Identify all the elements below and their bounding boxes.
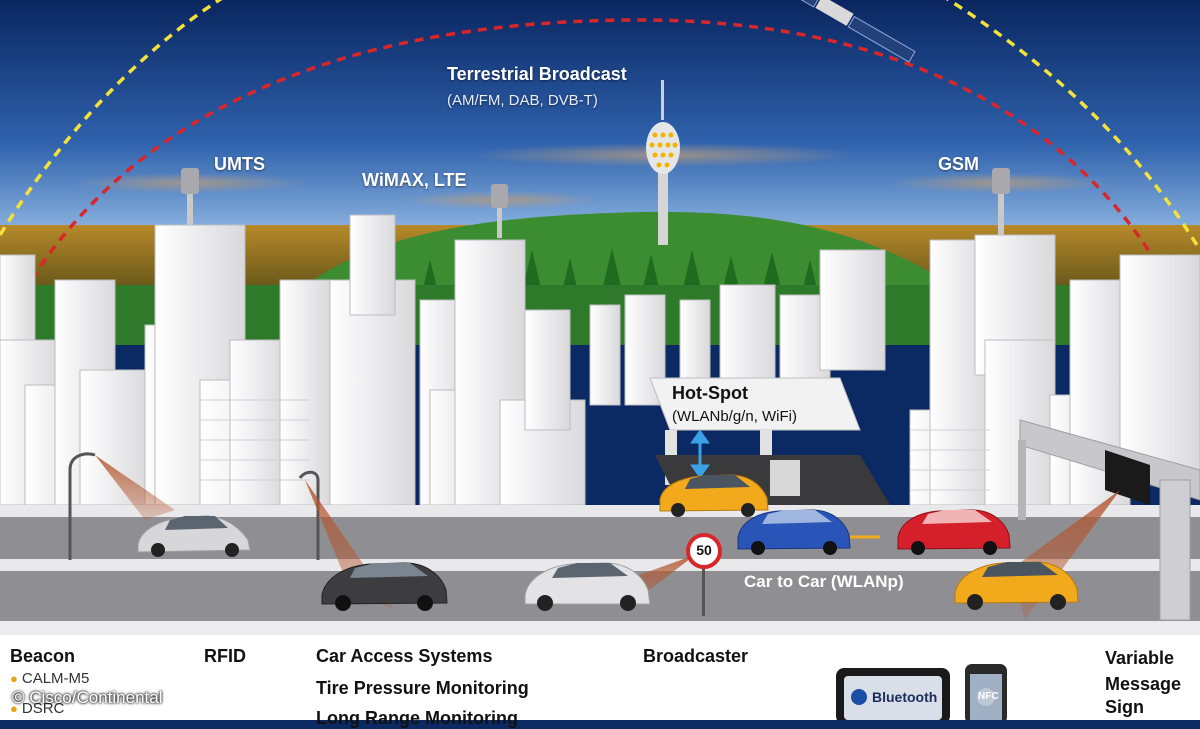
bluetooth-label: Bluetooth: [872, 689, 938, 705]
nfc-label: NFC: [978, 691, 999, 702]
umts-antenna-icon: [181, 168, 199, 240]
beacon-item-calm-text: CALM-M5: [21, 670, 90, 687]
wimax-antenna-icon: [491, 184, 508, 238]
gsm-antenna-icon: [992, 168, 1010, 238]
car-yellow-hotspot-icon: [659, 474, 769, 517]
car-silver-upper-icon: [137, 515, 251, 557]
building-details: [200, 399, 990, 491]
gsm-label: GSM: [938, 154, 980, 174]
gantry-sign-icon: [1018, 419, 1200, 621]
nfc-phone-icon: [965, 664, 1007, 720]
car-to-car-label: Car to Car (WLANp): [744, 572, 904, 591]
beacon-label: Beacon: [10, 646, 76, 666]
bullet-icon: ●: [10, 701, 18, 716]
road-upper-curb: [0, 505, 1200, 517]
tire-pressure-label: Tire Pressure Monitoring: [316, 678, 529, 698]
vms-line-sign: Sign: [1105, 697, 1144, 717]
car-silver-lower-icon: [524, 562, 651, 611]
beacon-item-dsrc-text: DSRC: [21, 700, 65, 717]
wimax-lte-label: WiMAX, LTE: [362, 170, 467, 190]
image-credit: © Cisco/Continental: [12, 688, 163, 707]
umts-label: UMTS: [214, 154, 265, 174]
car-blue-icon: [737, 509, 851, 555]
satellite-icon: [795, 0, 916, 63]
streetlight-left-icon: [68, 452, 96, 560]
hotspot-link-arrow-icon: [690, 429, 710, 479]
beacon-item-dsrc: ●DSRC: [10, 700, 64, 717]
car-access-label: Car Access Systems: [316, 646, 493, 666]
hotspot-subtitle: (WLANb/g/n, WiFi): [672, 408, 798, 425]
beacon-beam: [95, 455, 175, 520]
vms-line-message: Message: [1105, 674, 1182, 694]
rfid-label: RFID: [204, 646, 246, 666]
car-dark-icon: [321, 562, 448, 611]
broadcast-tower-icon: [646, 80, 680, 245]
legend-panel: [0, 635, 1200, 720]
beacon-item-calm: ●CALM-M5: [10, 670, 89, 687]
road-lower-curb: [0, 621, 1200, 635]
vms-line-variable: Variable: [1105, 648, 1175, 668]
long-range-label: Long Range Monitoring: [316, 708, 518, 728]
car-red-icon: [897, 509, 1011, 555]
terrestrial-broadcast-title: Terrestrial Broadcast: [447, 64, 627, 84]
bluetooth-device-icon: [836, 668, 950, 720]
speed-limit-sign-icon: [686, 533, 722, 616]
broadcaster-label: Broadcaster: [643, 646, 749, 666]
terrestrial-broadcast-subtitle: (AM/FM, DAB, DVB-T): [447, 92, 598, 109]
bullet-icon: ●: [10, 671, 18, 686]
city-buildings: [0, 214, 1200, 506]
satellite-arc-red: [0, 18, 1200, 351]
satellite-arc-yellow: [0, 0, 1200, 251]
car-yellow-lower-icon: [954, 561, 1079, 610]
streetlight-mid-icon: [298, 470, 320, 560]
hotspot-title: Hot-Spot: [672, 383, 748, 403]
speed-limit-value: 50: [696, 542, 712, 558]
